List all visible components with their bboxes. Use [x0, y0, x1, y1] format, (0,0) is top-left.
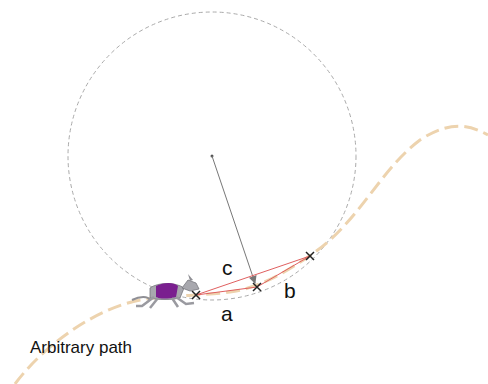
path-label: Arbitrary path [30, 339, 132, 356]
chord-b [257, 256, 310, 287]
radius-line [212, 156, 255, 283]
chord-label: a [221, 303, 233, 324]
arbitrary-path [15, 126, 488, 384]
chord-label: b [284, 280, 296, 301]
osculating-circle [68, 12, 356, 300]
chord-a [196, 287, 257, 295]
greyhound [132, 274, 199, 308]
chord-label: c [222, 257, 233, 278]
cross-marks [192, 252, 314, 299]
